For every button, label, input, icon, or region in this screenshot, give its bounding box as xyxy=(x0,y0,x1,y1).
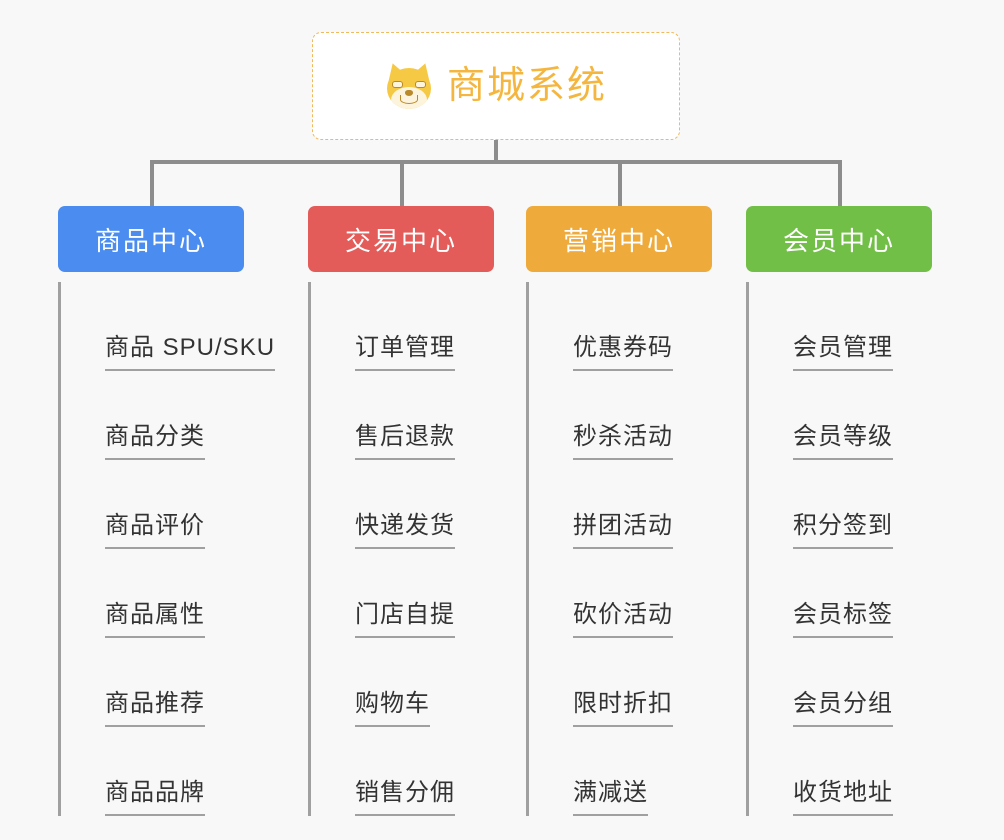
branch-children-marketing: 优惠券码 秒杀活动 拼团活动 砍价活动 限时折扣 满减送 xyxy=(526,282,712,816)
branch-children-member: 会员管理 会员等级 积分签到 会员标签 会员分组 收货地址 xyxy=(746,282,932,816)
root-title: 商城系统 xyxy=(446,65,607,107)
list-item[interactable]: 限时折扣 xyxy=(543,638,712,727)
leaf-label: 优惠券码 xyxy=(573,333,673,371)
leaf-label: 商品品牌 xyxy=(105,778,205,816)
list-item[interactable]: 商品推荐 xyxy=(75,638,275,727)
branch-header-label: 交易中心 xyxy=(344,225,457,256)
branch-children-trade: 订单管理 售后退款 快递发货 门店自提 购物车 销售分佣 xyxy=(308,282,494,816)
connector-drop-branch-4 xyxy=(838,160,842,208)
leaf-label: 砍价活动 xyxy=(573,600,673,638)
leaf-label: 会员分组 xyxy=(793,689,893,727)
leaf-label: 商品分类 xyxy=(105,422,205,460)
leaf-label: 满减送 xyxy=(573,778,648,816)
branch-header-label: 会员中心 xyxy=(782,225,895,256)
leaf-label: 门店自提 xyxy=(355,600,455,638)
list-item[interactable]: 购物车 xyxy=(325,638,494,727)
list-item[interactable]: 秒杀活动 xyxy=(543,371,712,460)
leaf-label: 会员等级 xyxy=(793,422,893,460)
list-item[interactable]: 优惠券码 xyxy=(543,282,712,371)
connector-horizontal-bus xyxy=(150,160,842,164)
connector-drop-branch-1 xyxy=(150,160,154,208)
leaf-label: 订单管理 xyxy=(355,333,455,371)
list-item[interactable]: 收货地址 xyxy=(763,727,932,816)
branch-column-marketing: 营销中心 优惠券码 秒杀活动 拼团活动 砍价活动 限时折扣 满减送 xyxy=(526,206,712,816)
list-item[interactable]: 商品评价 xyxy=(75,460,275,549)
leaf-label: 限时折扣 xyxy=(573,689,673,727)
list-item[interactable]: 商品分类 xyxy=(75,371,275,460)
dog-nose-icon xyxy=(404,90,413,96)
list-item[interactable]: 砍价活动 xyxy=(543,549,712,638)
branch-column-product: 商品中心 商品 SPU/SKU 商品分类 商品评价 商品属性 商品推荐 商品品牌 xyxy=(58,206,276,816)
leaf-label: 购物车 xyxy=(355,689,430,727)
leaf-label: 会员管理 xyxy=(793,333,893,371)
list-item[interactable]: 商品属性 xyxy=(75,549,275,638)
leaf-label: 商品 SPU/SKU xyxy=(105,333,276,371)
branch-column-member: 会员中心 会员管理 会员等级 积分签到 会员标签 会员分组 收货地址 xyxy=(746,206,932,816)
connector-root-stem xyxy=(494,140,498,162)
connector-drop-branch-2 xyxy=(400,160,404,208)
leaf-label: 会员标签 xyxy=(793,600,893,638)
list-item[interactable]: 商品 SPU/SKU xyxy=(75,282,276,371)
list-item[interactable]: 会员标签 xyxy=(763,549,932,638)
list-item[interactable]: 积分签到 xyxy=(763,460,932,549)
leaf-label: 售后退款 xyxy=(355,422,455,460)
leaf-label: 商品推荐 xyxy=(105,689,205,727)
list-item[interactable]: 销售分佣 xyxy=(325,727,494,816)
list-item[interactable]: 拼团活动 xyxy=(543,460,712,549)
branch-header-product[interactable]: 商品中心 xyxy=(58,206,244,272)
branch-header-label: 营销中心 xyxy=(562,225,675,256)
root-node[interactable]: 商城系统 xyxy=(312,32,680,140)
branch-header-marketing[interactable]: 营销中心 xyxy=(526,206,712,272)
leaf-label: 商品评价 xyxy=(105,511,205,549)
leaf-label: 积分签到 xyxy=(793,511,893,549)
branch-column-trade: 交易中心 订单管理 售后退款 快递发货 门店自提 购物车 销售分佣 xyxy=(308,206,494,816)
list-item[interactable]: 满减送 xyxy=(543,727,712,816)
leaf-label: 拼团活动 xyxy=(573,511,673,549)
list-item[interactable]: 售后退款 xyxy=(325,371,494,460)
list-item[interactable]: 快递发货 xyxy=(325,460,494,549)
leaf-label: 快递发货 xyxy=(355,511,455,549)
list-item[interactable]: 商品品牌 xyxy=(75,727,275,816)
connector-drop-branch-3 xyxy=(618,160,622,208)
dog-eye-right-icon xyxy=(414,81,426,88)
dog-head-icon xyxy=(386,68,431,109)
list-item[interactable]: 会员管理 xyxy=(763,282,932,371)
branch-header-trade[interactable]: 交易中心 xyxy=(308,206,494,272)
list-item[interactable]: 会员等级 xyxy=(763,371,932,460)
branch-header-label: 商品中心 xyxy=(94,225,207,256)
list-item[interactable]: 会员分组 xyxy=(763,638,932,727)
leaf-label: 销售分佣 xyxy=(355,778,455,816)
dog-mouth-icon xyxy=(399,95,418,104)
leaf-label: 收货地址 xyxy=(793,778,893,816)
shiba-dog-face-icon xyxy=(384,60,434,109)
list-item[interactable]: 订单管理 xyxy=(325,282,494,371)
dog-eye-left-icon xyxy=(391,81,403,88)
branch-children-product: 商品 SPU/SKU 商品分类 商品评价 商品属性 商品推荐 商品品牌 xyxy=(58,282,276,816)
branch-header-member[interactable]: 会员中心 xyxy=(746,206,932,272)
leaf-label: 商品属性 xyxy=(105,600,205,638)
leaf-label: 秒杀活动 xyxy=(573,422,673,460)
list-item[interactable]: 门店自提 xyxy=(325,549,494,638)
